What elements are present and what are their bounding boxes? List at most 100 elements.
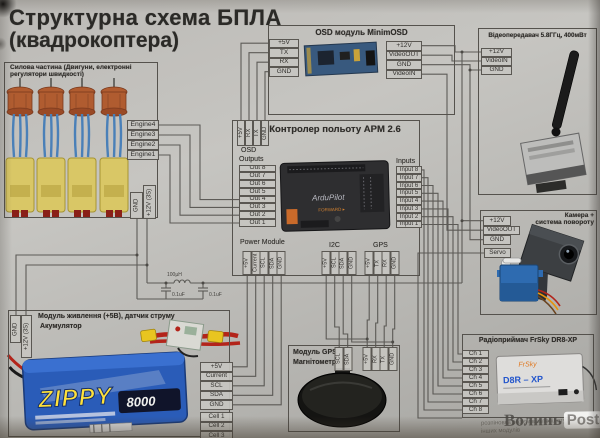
capacitor1-value-label: 0.1uF [172, 292, 185, 298]
power-supply-title1: Модуль живлення (+5В), датчик струму [38, 313, 175, 320]
inductor-value-label: 100µH [167, 272, 182, 278]
watermark-part1: Волинь [503, 409, 562, 430]
power-supply-12v-label: +12V (3S) [21, 315, 32, 358]
pin-ch-8: Ch 8 [462, 406, 489, 414]
inductor-symbol [173, 279, 191, 284]
pin-+5v: +5V [365, 251, 374, 275]
pin-scl: SCL [330, 251, 339, 275]
pin-sda: SDA [268, 251, 277, 275]
apm-power-module-label: Power Module [240, 239, 285, 246]
pin-cell-1: Cell 1 [200, 412, 233, 422]
pin-input-6: Input 6 [396, 181, 422, 190]
watermark-part2: Post [563, 411, 600, 429]
pin-out-6: Out 6 [239, 180, 276, 188]
pin-input-7: Input 7 [396, 173, 422, 182]
pin-rx: RX [269, 57, 299, 67]
pin-ch-5: Ch 5 [462, 382, 489, 390]
pin-videoout: VideoOUT [483, 225, 520, 235]
page-title-line2: (квадрокоптера) [9, 29, 180, 52]
pin-engine3: Engine3 [127, 130, 159, 140]
pin-+5v: +5V [269, 38, 299, 48]
pin-cell-2: Cell 2 [200, 421, 233, 431]
pin-current: Current [200, 371, 233, 381]
pin-sda: SDA [343, 347, 352, 371]
pin-rx: RX [371, 347, 380, 371]
pin-input-1: Input 1 [396, 220, 422, 229]
pin-gnd: GND [386, 60, 422, 70]
pin-gnd: GND [347, 251, 356, 275]
pin-+5v: +5V [363, 347, 372, 371]
pin-ch-3: Ch 3 [462, 366, 489, 374]
capacitor2-value-label: 0.1uF [209, 292, 222, 298]
apm-osd-port-label: OSD [241, 147, 257, 154]
pin-cell-3: Cell 3 [200, 431, 233, 438]
pin-tx: TX [373, 251, 382, 275]
pin-videoout: VideoOUT [386, 50, 422, 60]
power-section-12v-label: +12V (3S) [143, 185, 156, 219]
pin-scl: SCL [335, 347, 344, 371]
pin-gnd: GND [481, 65, 512, 75]
pin-out-3: Out 3 [239, 203, 276, 212]
pin-gnd: GND [200, 400, 233, 410]
pin-engine1: Engine1 [127, 150, 159, 160]
pin-rx: RX [382, 251, 391, 275]
pin-gnd: GND [269, 67, 299, 77]
osd-title: OSD модуль MinimOSD [315, 28, 408, 37]
power-section-title: Силова частина (Двигуни, електронні регу… [10, 64, 132, 79]
pin-out-8: Out 8 [239, 164, 276, 173]
pin-out-1: Out 1 [239, 219, 276, 227]
pin-tx: TX [253, 120, 261, 146]
pin-scl: SCL [200, 381, 233, 391]
pin-gnd: GND [483, 235, 511, 245]
pin-out-7: Out 7 [239, 172, 276, 181]
apm-inputs-label: Inputs [396, 158, 416, 165]
apm-gps-label: GPS [373, 242, 388, 249]
pin-out-2: Out 2 [239, 211, 276, 220]
pin-sda: SDA [200, 390, 233, 400]
pin-+5v: +5V [322, 251, 331, 275]
camera-servo-pin: Servo [484, 248, 511, 258]
pin-+12v: +12V [386, 41, 422, 51]
pin-+12v: +12V [483, 216, 511, 226]
pin-tx: TX [380, 347, 389, 371]
pin-input-3: Input 3 [396, 204, 422, 213]
capacitor-symbol [198, 283, 208, 299]
pin-gnd: GND [390, 251, 399, 275]
pin-out-4: Out 4 [239, 195, 276, 204]
pin-current: Current [251, 251, 260, 275]
page-title-line1: Структурна схема БПЛА [9, 5, 282, 30]
pin-+12v: +12V [481, 47, 512, 57]
pin-+5v: +5V [200, 362, 233, 372]
receiver-title: Радіоприймач FrSky DR8-XP [478, 337, 578, 344]
pin-sda: SDA [339, 251, 348, 275]
pin-ch-7: Ch 7 [462, 398, 489, 406]
pin-gnd: GND [388, 347, 397, 371]
power-section-gnd-label: GND [130, 192, 143, 219]
pin-ch-2: Ch 2 [462, 358, 489, 366]
pin-input-4: Input 4 [396, 197, 422, 205]
capacitor-symbol [161, 283, 171, 299]
pin-input-8: Input 8 [396, 166, 422, 174]
pin-+5v: +5V [237, 120, 245, 146]
pin-ch-6: Ch 6 [462, 390, 489, 398]
power-supply-gnd-label: GND [10, 315, 21, 343]
pin-videoin: VideoIN [386, 69, 422, 79]
pin-engine4: Engine4 [127, 120, 159, 130]
pin-input-5: Input 5 [396, 189, 422, 198]
pin-input-2: Input 2 [396, 212, 422, 221]
pin-rx: RX [245, 120, 253, 146]
